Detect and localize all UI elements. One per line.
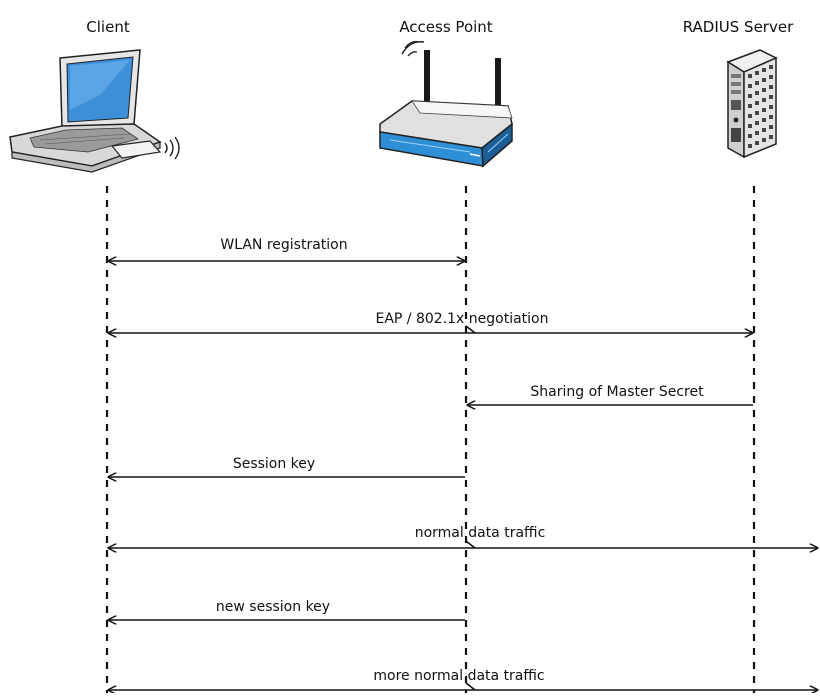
message-label: EAP / 802.1x negotiation (375, 311, 548, 327)
message-session-key: Session key (108, 456, 465, 477)
message-label: WLAN registration (220, 237, 347, 253)
message-label: Sharing of Master Secret (530, 384, 704, 400)
participant-label-access-point: Access Point (399, 18, 492, 36)
message-arrow-junction (465, 682, 476, 691)
message-more-normal-data: more normal data traffic (108, 668, 818, 690)
message-label: more normal data traffic (373, 668, 544, 684)
message-wlan-registration: WLAN registration (108, 237, 465, 261)
participant-label-client: Client (86, 18, 130, 36)
message-label: new session key (216, 599, 330, 615)
message-eap-negotiation: EAP / 802.1x negotiation (108, 311, 753, 333)
message-normal-data: normal data traffic (108, 525, 818, 548)
message-master-secret: Sharing of Master Secret (467, 384, 753, 405)
laptop-icon (9, 49, 180, 173)
server-tower-icon (726, 49, 778, 159)
message-label: normal data traffic (415, 525, 546, 541)
participant-label-radius-server: RADIUS Server (683, 18, 794, 36)
message-label: Session key (233, 456, 315, 472)
message-new-session-key: new session key (108, 599, 465, 620)
message-arrow-junction (465, 540, 476, 549)
wireless-router-icon (379, 40, 513, 168)
message-arrow-junction (465, 325, 476, 334)
